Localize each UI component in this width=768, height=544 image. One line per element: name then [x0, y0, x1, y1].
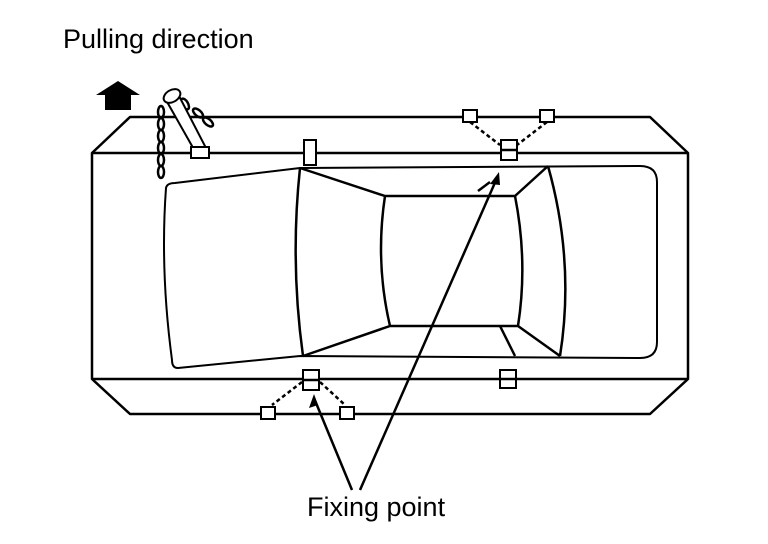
bench-post [303, 139, 317, 166]
pulling-direction-label: Pulling direction [63, 24, 254, 54]
fixing-point-label: Fixing point [307, 492, 446, 522]
bench-post-bottom-right [499, 369, 517, 389]
vehicle-outline [163, 164, 658, 370]
pulling-direction-arrow-icon [96, 81, 140, 110]
fixing-clamp-bottom [260, 369, 355, 420]
fixing-clamp-top [462, 109, 555, 161]
fixing-point-leaders [309, 172, 500, 491]
pulling-chain [156, 88, 215, 180]
